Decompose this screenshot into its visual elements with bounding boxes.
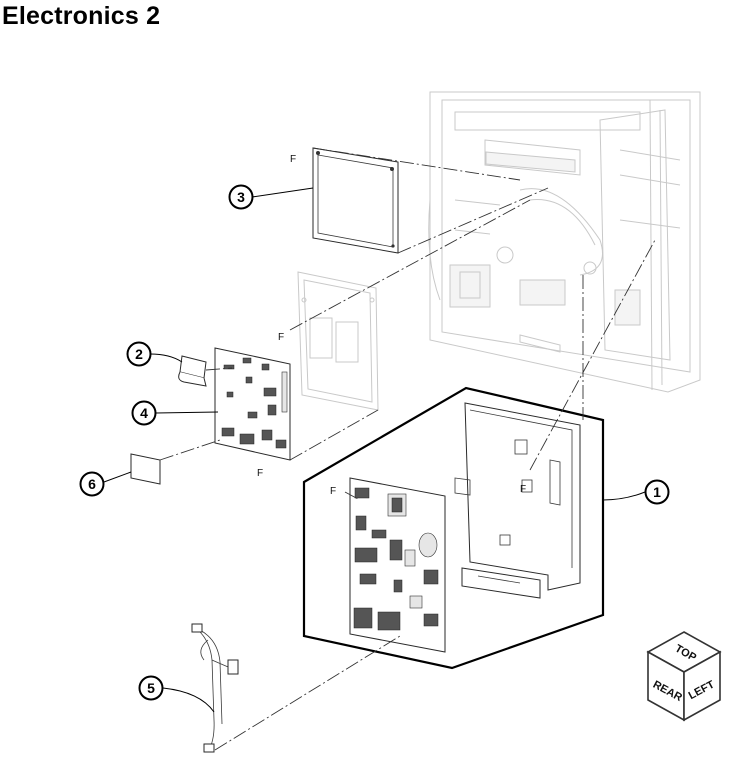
callout-4: 4 xyxy=(131,400,157,426)
part-6-small-plate xyxy=(130,453,161,485)
part-2-flex-cable xyxy=(178,355,207,387)
callout-5: 5 xyxy=(138,675,164,701)
fastener-mark: F xyxy=(520,484,526,495)
printer-frame-ghost xyxy=(428,91,701,393)
svg-text:2: 2 xyxy=(135,346,143,362)
board-mounting-bracket-ghost xyxy=(297,271,379,411)
part-5-cable-harness xyxy=(191,623,239,753)
part-1-power-supply-board xyxy=(349,477,446,653)
callout-leaders xyxy=(103,187,646,713)
callout-3: 3 xyxy=(228,184,254,210)
svg-text:3: 3 xyxy=(237,189,245,205)
part-4-controller-board xyxy=(214,347,291,461)
callout-6: 6 xyxy=(79,471,105,497)
svg-text:4: 4 xyxy=(140,405,148,421)
fastener-mark: F xyxy=(278,332,284,343)
part-3-shield-plate xyxy=(312,147,399,254)
fastener-mark: F xyxy=(330,486,336,497)
svg-text:1: 1 xyxy=(653,484,661,500)
part-1-power-supply-bracket xyxy=(454,402,581,599)
callout-2: 2 xyxy=(126,341,152,367)
fastener-mark: F xyxy=(257,468,263,479)
part-1-group-outline xyxy=(302,386,605,670)
alignment-lines xyxy=(159,147,656,751)
page-title: Electronics 2 xyxy=(2,2,161,30)
orientation-cube: TOP REAR LEFT xyxy=(646,631,722,722)
fastener-mark: F xyxy=(290,154,296,165)
callout-1: 1 xyxy=(644,479,670,505)
svg-text:5: 5 xyxy=(147,680,155,696)
svg-text:6: 6 xyxy=(88,476,96,492)
